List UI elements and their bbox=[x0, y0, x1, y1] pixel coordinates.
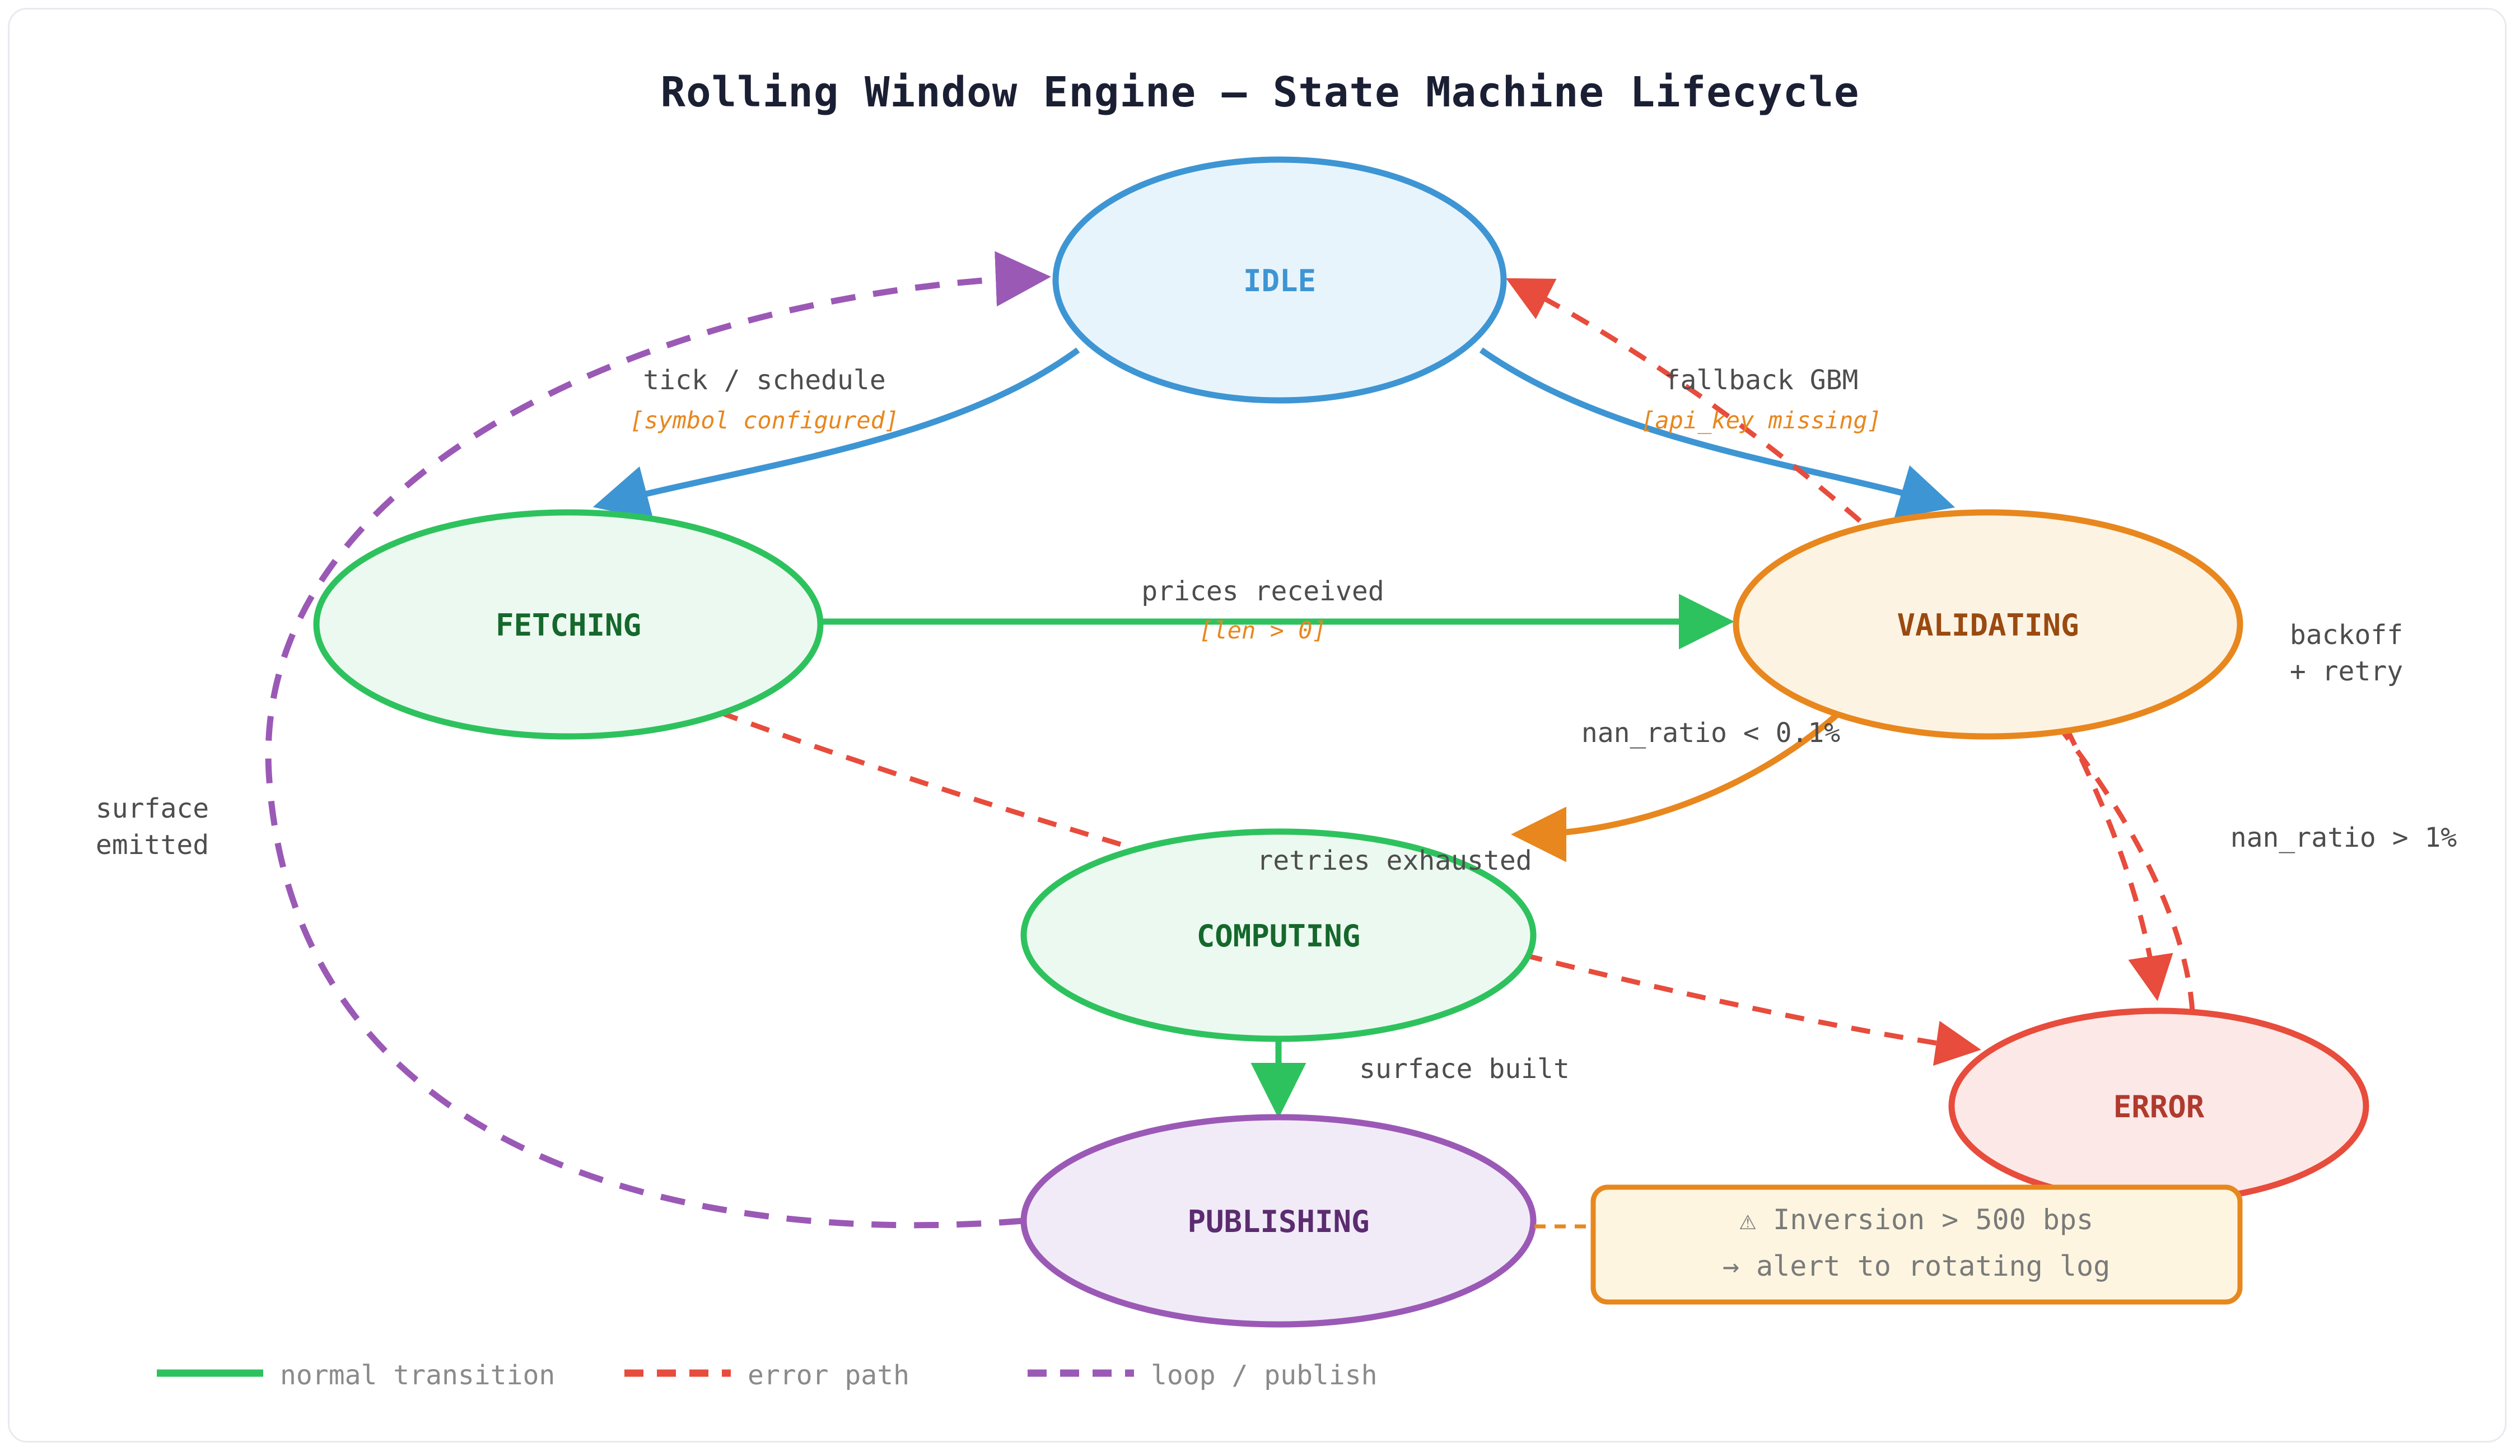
edge-idle-to-fetching bbox=[592, 347, 1080, 520]
edge-label-surface-emitted-line1: surface bbox=[96, 793, 209, 824]
edge-label-surface-emitted-line2: emitted bbox=[96, 829, 209, 861]
legend-label-normal-transition: normal transition bbox=[280, 1360, 555, 1391]
edge-publishing-to-idle bbox=[265, 251, 1051, 1229]
node-computing[interactable]: COMPUTING bbox=[1020, 828, 1537, 1042]
node-fetching-shape[interactable] bbox=[313, 509, 824, 740]
edge-validating-to-error bbox=[2064, 726, 2173, 1001]
edge-validating-to-computing bbox=[1511, 707, 1845, 862]
node-publishing[interactable]: PUBLISHING bbox=[1020, 1114, 1537, 1328]
node-error[interactable]: ERROR bbox=[1948, 1007, 2369, 1205]
node-idle-label: IDLE bbox=[1243, 263, 1316, 298]
edge-fetching-to-error bbox=[718, 710, 1981, 1066]
edge-label-backoff-line1: backoff bbox=[2290, 619, 2403, 651]
edge-label-surface-built: surface built bbox=[1359, 1053, 1570, 1085]
edge-label-retries: retries exhausted bbox=[1257, 845, 1532, 876]
note-line-2: → alert to rotating log bbox=[1723, 1250, 2110, 1282]
edge-label-nan-low: nan_ratio < 0.1% bbox=[1581, 717, 1840, 749]
edge-label-fallback: fallback GBM bbox=[1664, 365, 1859, 396]
node-publishing-label: PUBLISHING bbox=[1187, 1204, 1369, 1239]
legend: normal transition error path loop / publ… bbox=[157, 1360, 1378, 1391]
legend-item-loop-publish: loop / publish bbox=[1028, 1360, 1378, 1391]
node-error-label: ERROR bbox=[2113, 1089, 2205, 1124]
edge-label-nan-high: nan_ratio > 1% bbox=[2230, 822, 2457, 853]
edge-guard-fallback: [api_key missing] bbox=[1641, 407, 1882, 434]
edge-label-prices: prices received bbox=[1141, 576, 1384, 607]
edge-label-backoff-line2: + retry bbox=[2290, 656, 2403, 687]
legend-item-error-path: error path bbox=[624, 1360, 909, 1391]
edge-guard-tick: [symbol configured] bbox=[630, 407, 899, 434]
node-validating[interactable]: VALIDATING bbox=[1733, 509, 2243, 740]
legend-label-error-path: error path bbox=[748, 1360, 909, 1391]
node-fetching-label: FETCHING bbox=[496, 608, 641, 643]
node-fetching[interactable]: FETCHING bbox=[313, 509, 824, 740]
node-validating-shape[interactable] bbox=[1733, 509, 2243, 740]
note-line-1: ⚠ Inversion > 500 bps bbox=[1739, 1203, 2093, 1236]
edge-idle-to-validating bbox=[1479, 347, 1956, 519]
edge-guard-prices: [len > 0] bbox=[1199, 617, 1327, 644]
node-idle[interactable]: IDLE bbox=[1052, 156, 1507, 404]
node-computing-label: COMPUTING bbox=[1197, 918, 1361, 954]
node-idle-shape[interactable] bbox=[1052, 156, 1507, 404]
node-validating-label: VALIDATING bbox=[1897, 608, 2079, 643]
legend-label-loop-publish: loop / publish bbox=[1151, 1360, 1378, 1391]
page-title: Rolling Window Engine — State Machine Li… bbox=[661, 68, 1860, 116]
node-publishing-shape[interactable] bbox=[1020, 1114, 1537, 1328]
node-computing-shape[interactable] bbox=[1020, 828, 1537, 1042]
edge-label-tick: tick / schedule bbox=[643, 365, 885, 396]
legend-item-normal-transition: normal transition bbox=[157, 1360, 555, 1391]
note-box bbox=[1590, 1184, 2243, 1305]
